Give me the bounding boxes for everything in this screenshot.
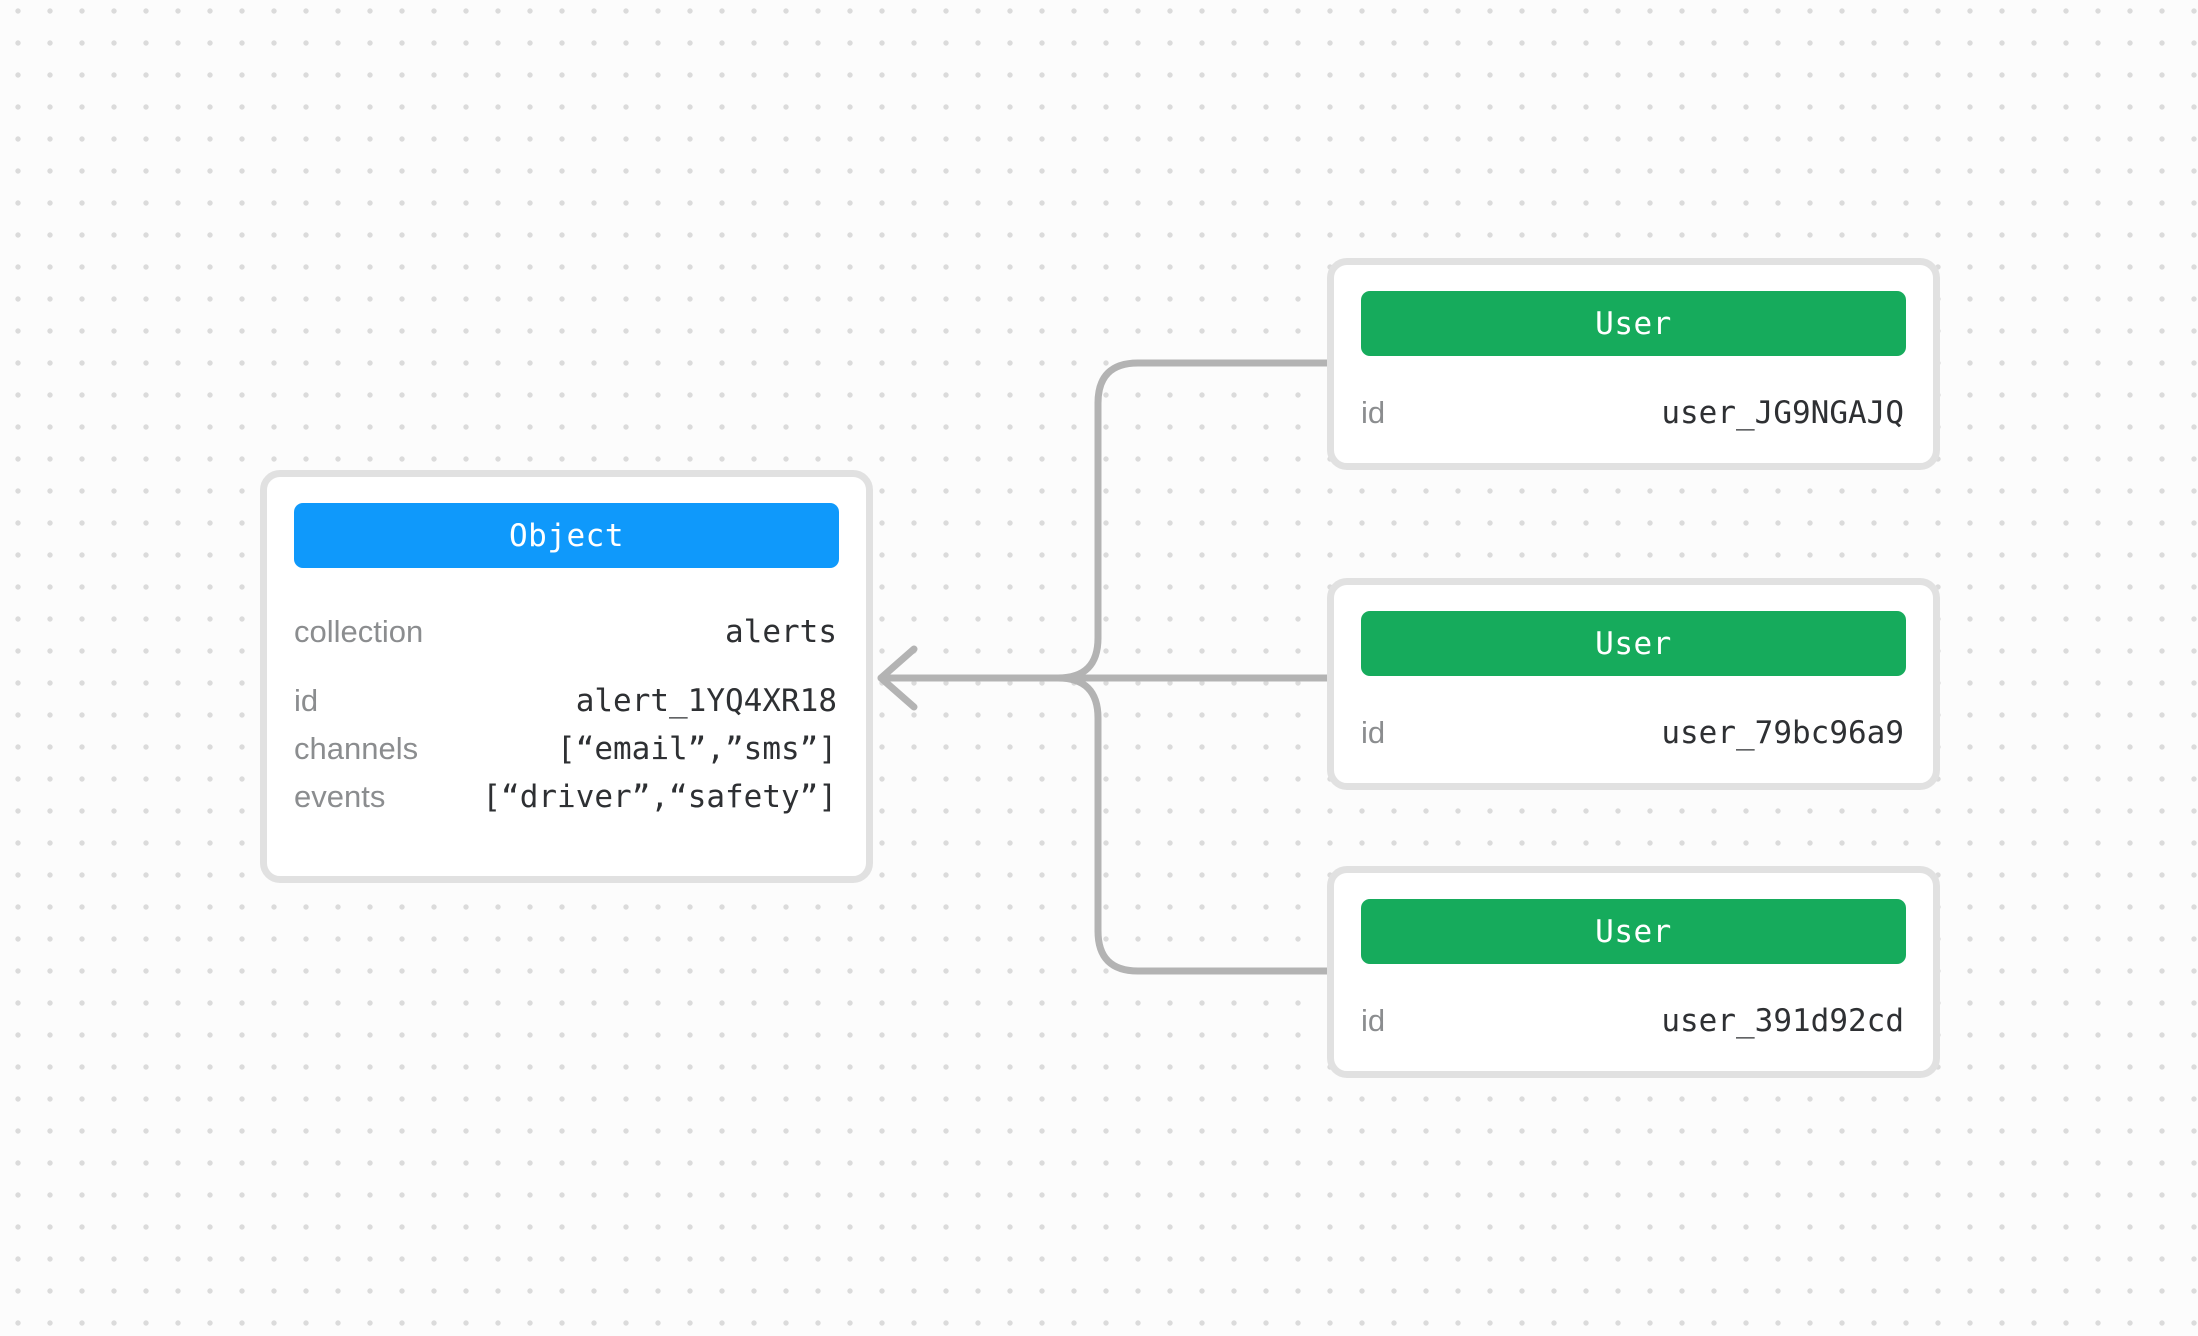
arrowhead-icon [877, 645, 918, 711]
connector-line-bottom [1054, 674, 1342, 975]
field-value: [“email”,”sms”] [557, 731, 837, 767]
field-label: id [1361, 1003, 1386, 1038]
user-card-header: User [1361, 611, 1906, 676]
field-value: user_391d92cd [1661, 1003, 1904, 1039]
field-value: [“driver”,“safety”] [482, 779, 837, 815]
field-row-events: events [“driver”,“safety”] [294, 779, 837, 815]
field-label: collection [294, 614, 424, 649]
field-value: alert_1YQ4XR18 [575, 683, 837, 719]
connector-line-top [1054, 359, 1342, 682]
field-label: id [1361, 715, 1386, 750]
user-card-3[interactable]: User id user_391d92cd [1327, 866, 1940, 1078]
user-card-header: User [1361, 291, 1906, 356]
field-label: id [294, 683, 319, 718]
field-label: id [1361, 395, 1386, 430]
object-card[interactable]: Object collection alerts id alert_1YQ4XR… [260, 470, 873, 883]
field-value: user_JG9NGAJQ [1661, 395, 1904, 431]
user-card-2[interactable]: User id user_79bc96a9 [1327, 578, 1940, 790]
field-row-id: id user_79bc96a9 [1361, 715, 1904, 751]
field-label: channels [294, 731, 419, 766]
field-row-id: id user_391d92cd [1361, 1003, 1904, 1039]
field-label: events [294, 779, 386, 814]
field-row-collection: collection alerts [294, 614, 837, 650]
user-card-1[interactable]: User id user_JG9NGAJQ [1327, 258, 1940, 470]
field-row-channels: channels [“email”,”sms”] [294, 731, 837, 767]
user-card-header: User [1361, 899, 1906, 964]
field-row-id: id alert_1YQ4XR18 [294, 683, 837, 719]
field-row-id: id user_JG9NGAJQ [1361, 395, 1904, 431]
field-value: alerts [725, 614, 837, 650]
object-card-header: Object [294, 503, 839, 568]
field-value: user_79bc96a9 [1661, 715, 1904, 751]
